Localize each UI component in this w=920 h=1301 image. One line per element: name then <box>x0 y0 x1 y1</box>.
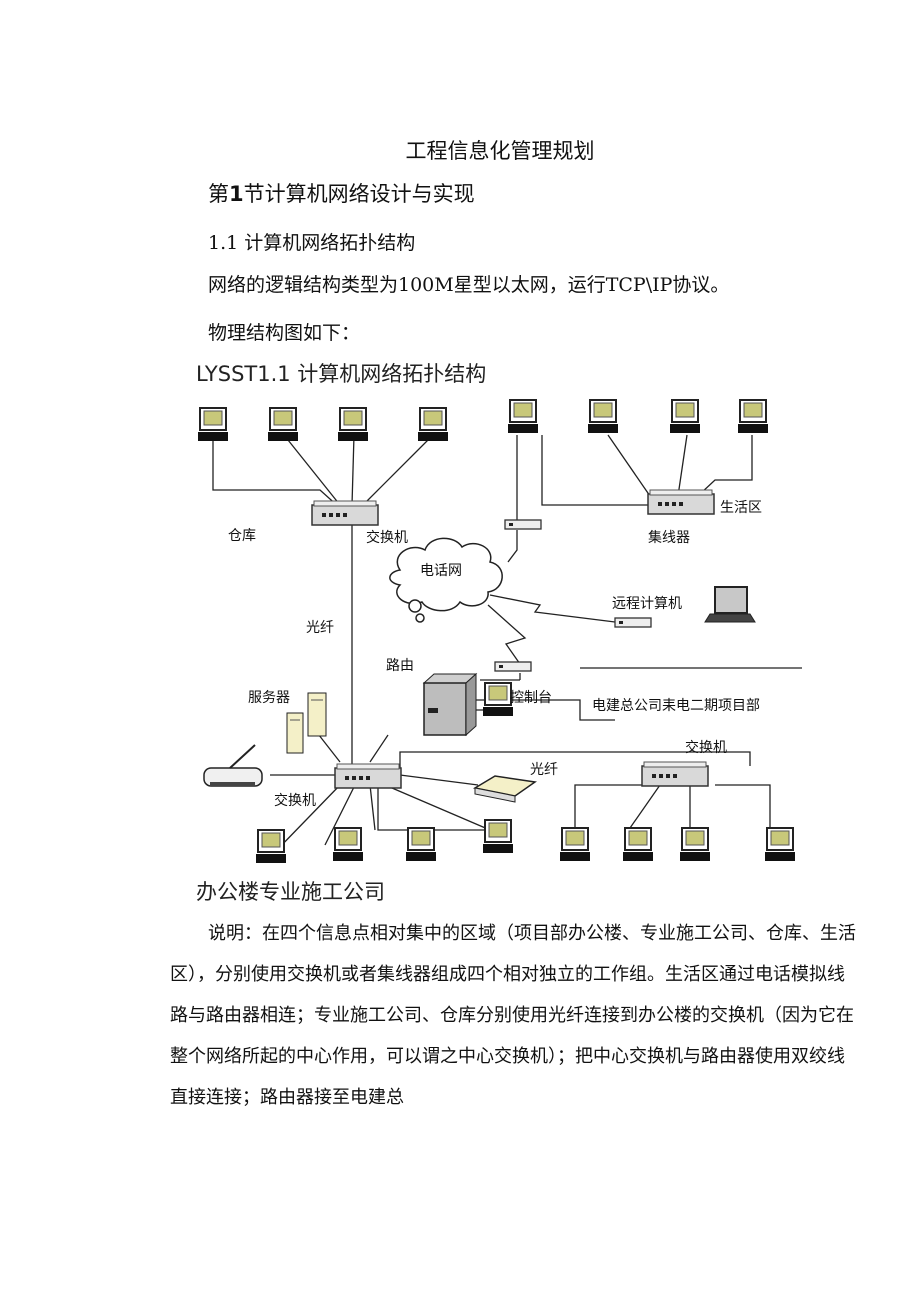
right-switch-icon <box>641 761 709 787</box>
figure-caption: 办公楼专业施工公司 <box>196 880 385 904</box>
label-switch-right: 交换机 <box>685 739 727 756</box>
pc-icon <box>764 827 796 862</box>
figure-title: LYSST1.1 计算机网络拓扑结构 <box>196 362 487 386</box>
hub-icon <box>647 489 715 515</box>
server-icon <box>286 692 327 754</box>
console-pc-icon <box>482 682 514 717</box>
label-server: 服务器 <box>248 690 290 706</box>
label-project-dept: 电建总公司耒电二期项目部 <box>592 698 760 714</box>
label-fiber-left: 光纤 <box>306 620 334 636</box>
router-icon <box>422 672 478 737</box>
body-paragraph: 说明：在四个信息点相对集中的区域（项目部办公楼、专业施工公司、仓库、生活区），分… <box>170 923 856 1108</box>
label-warehouse: 仓库 <box>228 528 256 544</box>
pc-icon <box>405 827 437 862</box>
label-hub: 集线器 <box>648 529 690 546</box>
label-fiber-right: 光纤 <box>530 762 558 778</box>
connection-lines <box>212 434 802 853</box>
body-line-2: 物理结构图如下： <box>208 322 361 344</box>
label-router: 路由 <box>386 658 414 674</box>
pc-icon <box>669 399 701 434</box>
pc-icon <box>587 399 619 434</box>
section-prefix: 第 <box>208 182 229 206</box>
section-heading: 第1节计算机网络设计与实现 <box>208 178 475 208</box>
section-number: 1 <box>229 182 244 206</box>
label-living-area: 生活区 <box>720 500 762 516</box>
modem-icon <box>614 617 652 628</box>
pc-icon <box>197 407 229 442</box>
modem-icon <box>504 519 542 530</box>
subsection-heading: 1.1 计算机网络拓扑结构 <box>208 232 416 254</box>
switch-icon <box>311 500 379 526</box>
label-phone-network: 电话网 <box>420 563 462 579</box>
pc-icon <box>559 827 591 862</box>
label-switch-center: 交换机 <box>274 792 316 809</box>
pc-icon <box>267 407 299 442</box>
modem-icon <box>494 661 532 672</box>
body-line-1: 网络的逻辑结构类型为100M星型以太网，运行TCP\IP协议。 <box>208 274 730 296</box>
laptop-icon <box>704 586 756 623</box>
label-remote-computer: 远程计算机 <box>612 596 682 612</box>
label-switch-top: 交换机 <box>366 529 408 546</box>
pc-icon <box>417 407 449 442</box>
cloud-icon <box>389 537 503 623</box>
pc-icon <box>482 819 514 854</box>
network-topology-diagram: 仓库 交换机 生活区 集线器 电话网 远程计算机 光纤 路由 控制台 服务器 电… <box>197 399 802 864</box>
page-title: 工程信息化管理规划 <box>405 139 595 163</box>
pc-icon <box>737 399 769 434</box>
label-console: 控制台 <box>510 690 552 706</box>
scanner-icon <box>472 775 537 803</box>
printer-icon <box>203 744 263 787</box>
pc-icon <box>622 827 654 862</box>
center-switch-icon <box>334 763 402 789</box>
pc-icon <box>679 827 711 862</box>
pc-icon <box>507 399 539 434</box>
pc-icon <box>255 829 287 864</box>
pc-icon <box>332 827 364 862</box>
pc-icon <box>337 407 369 442</box>
section-title: 节计算机网络设计与实现 <box>243 182 475 206</box>
